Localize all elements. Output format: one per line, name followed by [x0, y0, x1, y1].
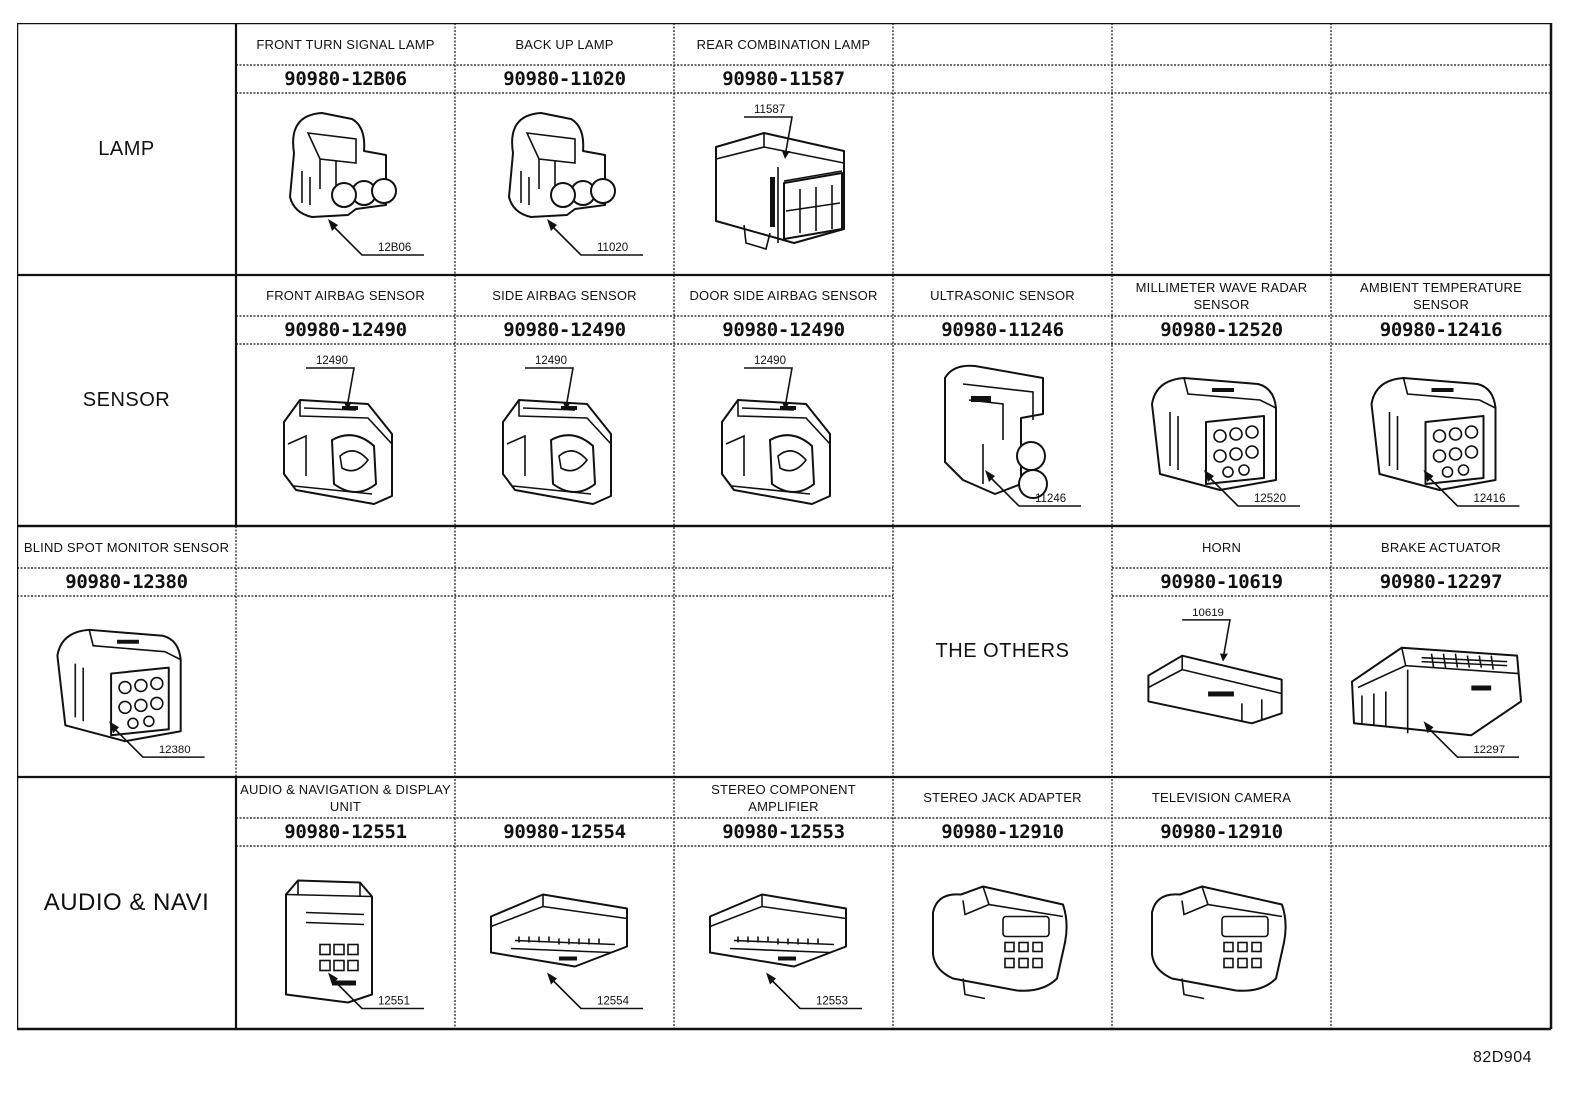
- connector-picture: 11587: [674, 93, 893, 275]
- connector-caption: MILLIMETER WAVE RADAR SENSOR: [1135, 279, 1308, 312]
- svg-text:12553: 12553: [816, 996, 848, 1008]
- part-number: 90980-11020: [503, 68, 626, 90]
- connector-picture: 12490: [455, 344, 674, 526]
- connector-caption: FRONT AIRBAG SENSOR: [266, 288, 425, 303]
- connector-drawing: 11246: [944, 364, 1081, 507]
- part-number: 90980-12297: [1379, 571, 1503, 593]
- connector-drawing: 11020: [508, 112, 643, 256]
- connector-picture: 12416: [1331, 344, 1551, 526]
- connector-drawing: 12416: [1370, 377, 1520, 507]
- connector-caption: BRAKE ACTUATOR: [1380, 539, 1502, 555]
- part-number: 90980-12490: [503, 319, 626, 341]
- connector-drawing: 12551: [285, 879, 424, 1010]
- svg-text:12380: 12380: [159, 744, 191, 756]
- svg-text:11587: 11587: [754, 104, 785, 116]
- connector-caption: AUDIO & NAVIGATION & DISPLAY UNIT: [240, 781, 451, 814]
- connector-caption: BLIND SPOT MONITOR SENSOR: [23, 539, 230, 555]
- connector-drawing: [1151, 885, 1287, 1000]
- part-number: 90980-12416: [1379, 319, 1503, 341]
- category-label: LAMP: [98, 137, 155, 160]
- svg-text:12490: 12490: [316, 355, 348, 367]
- part-number: 90980-12551: [284, 821, 407, 843]
- part-number: 90980-12490: [284, 319, 407, 341]
- svg-text:12416: 12416: [1474, 493, 1506, 505]
- part-number: 90980-12490: [722, 319, 845, 341]
- connector-drawing: 12B06: [289, 112, 424, 256]
- part-number: 90980-10619: [1160, 571, 1283, 593]
- connector-picture: 12551: [236, 846, 455, 1029]
- part-number: 90980-12554: [503, 821, 626, 843]
- connector-drawing: 12380: [56, 628, 205, 758]
- connector-picture: 12554: [455, 846, 674, 1029]
- connector-caption: TELEVISION CAMERA: [1151, 790, 1292, 805]
- connector-chart: LAMP FRONT TURN SIGNAL LAMP 90980-12B06 12…: [17, 23, 1567, 1045]
- svg-text:12520: 12520: [1254, 493, 1286, 505]
- connector-picture: 11020: [455, 93, 674, 275]
- category-label: SENSOR: [82, 389, 171, 411]
- connector-drawing: 12297: [1350, 646, 1523, 758]
- connector-picture: 12553: [674, 846, 893, 1029]
- part-number: 90980-12553: [722, 821, 845, 843]
- connector-picture: 10619: [1112, 596, 1331, 777]
- svg-text:12551: 12551: [378, 996, 410, 1008]
- part-number: 90980-12520: [1160, 319, 1283, 341]
- svg-text:10619: 10619: [1192, 607, 1224, 619]
- connector-caption: STEREO JACK ADAPTER: [923, 790, 1082, 805]
- connector-drawing: 12520: [1151, 377, 1300, 507]
- svg-text:11020: 11020: [597, 242, 628, 254]
- connector-caption: ULTRASONIC SENSOR: [930, 288, 1075, 303]
- connector-picture: 12490: [236, 344, 455, 526]
- connector-drawing: 12490: [283, 355, 393, 505]
- category-label: THE OTHERS: [935, 640, 1070, 662]
- part-number: 90980-11587: [722, 68, 845, 90]
- connector-caption: AMBIENT TEMPERATURE SENSOR: [1360, 279, 1522, 312]
- connector-picture: 12297: [1331, 596, 1551, 777]
- part-number: 90980-12380: [65, 571, 188, 593]
- connector-drawing: 10619: [1147, 607, 1283, 725]
- part-number: 90980-12910: [941, 821, 1064, 843]
- connector-picture: 12B06: [236, 93, 455, 275]
- connector-caption: STEREO COMPONENT AMPLIFIER: [711, 781, 856, 814]
- connector-drawing: 11587: [715, 104, 845, 251]
- connector-caption: DOOR SIDE AIRBAG SENSOR: [689, 288, 878, 303]
- connector-caption: FRONT TURN SIGNAL LAMP: [256, 36, 435, 52]
- svg-text:11246: 11246: [1035, 493, 1066, 505]
- part-number: 90980-12B06: [284, 68, 407, 90]
- connector-picture: [893, 846, 1112, 1029]
- connector-caption: REAR COMBINATION LAMP: [696, 36, 871, 52]
- connector-picture: 12520: [1112, 344, 1331, 526]
- connector-caption: BACK UP LAMP: [515, 36, 614, 52]
- svg-text:12490: 12490: [535, 355, 567, 367]
- part-number: 90980-12910: [1160, 821, 1283, 843]
- svg-text:12490: 12490: [754, 355, 786, 367]
- connector-picture: 12490: [674, 344, 893, 526]
- category-label: AUDIO & NAVI: [43, 889, 210, 916]
- svg-text:12B06: 12B06: [378, 242, 411, 254]
- connector-picture: 12380: [17, 596, 236, 777]
- connector-drawing: 12554: [490, 893, 643, 1010]
- connector-drawing: [932, 885, 1068, 1000]
- connector-caption: HORN: [1201, 539, 1242, 555]
- svg-text:12554: 12554: [597, 996, 630, 1008]
- svg-text:12297: 12297: [1473, 744, 1505, 756]
- connector-picture: 11246: [893, 344, 1112, 526]
- connector-drawing: 12490: [721, 355, 831, 505]
- connector-picture: [1112, 846, 1331, 1029]
- connector-drawing: 12490: [502, 355, 612, 505]
- connector-caption: SIDE AIRBAG SENSOR: [492, 288, 637, 303]
- connector-drawing: 12553: [709, 893, 862, 1010]
- drawing-code: 82D904: [1472, 1049, 1532, 1066]
- part-number: 90980-11246: [941, 319, 1064, 341]
